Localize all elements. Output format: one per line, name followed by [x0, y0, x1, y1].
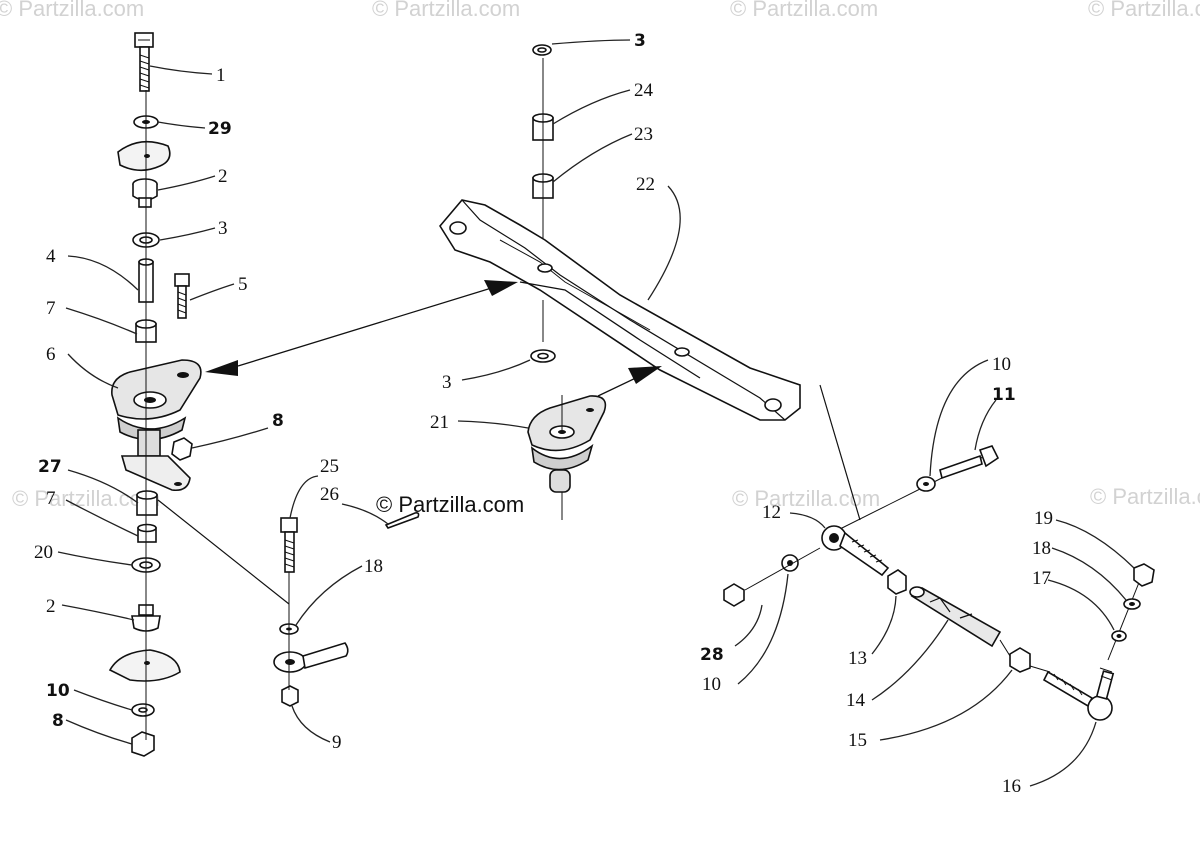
engine-mount-part-6 [111, 359, 202, 492]
callout-15: 15 [848, 730, 867, 751]
callout-11: 11 [992, 385, 1016, 405]
callout-28: 28 [700, 645, 724, 665]
cotter-pin-part-26 [384, 512, 420, 529]
callout-7-lower: 7 [46, 488, 56, 509]
sleeve-part-14 [909, 586, 1002, 648]
washer-part-3-lower [530, 349, 556, 363]
callout-8: 8 [272, 411, 284, 431]
callout-2: 2 [218, 166, 228, 187]
callout-18-right: 18 [1032, 538, 1051, 559]
callout-3: 3 [218, 218, 228, 239]
rod-end-part-16 [1042, 667, 1115, 721]
callout-10-right: 10 [702, 674, 721, 695]
double-arrow-line [237, 285, 499, 367]
callout-3-middle: 3 [442, 372, 452, 393]
plate-part-lower [108, 649, 181, 682]
callout-27: 27 [38, 457, 62, 477]
watermark: © Partzilla.com [12, 486, 161, 511]
nut-part-9 [281, 685, 299, 707]
callout-25: 25 [320, 456, 339, 477]
watermark: © Partzilla.com [372, 0, 521, 21]
callout-18: 18 [364, 556, 383, 577]
callout-2-lower: 2 [46, 596, 56, 617]
callout-6: 6 [46, 344, 56, 365]
arrowhead-left [205, 360, 238, 376]
watermark: © Partzilla.com [1088, 0, 1200, 21]
nut-part-8-lower [131, 731, 155, 757]
callout-5: 5 [238, 274, 248, 295]
bushing-part-2 [132, 178, 158, 208]
callout-21: 21 [430, 412, 449, 433]
callout-26: 26 [320, 484, 339, 505]
callout-9: 9 [332, 732, 342, 753]
callout-22: 22 [636, 174, 655, 195]
washer-part-10-right-top [916, 476, 936, 492]
callout-24: 24 [634, 80, 654, 101]
callout-13: 13 [848, 648, 867, 669]
nut-part-15 [1009, 647, 1031, 673]
callout-17: 17 [1032, 568, 1051, 589]
bolt-part-11 [939, 445, 1000, 480]
callout-14: 14 [846, 690, 866, 711]
center-watermark: © Partzilla.com [376, 492, 525, 517]
nut-part-13 [887, 569, 907, 595]
bolt-part-1 [134, 32, 154, 92]
callout-20: 20 [34, 542, 53, 563]
plate-part [117, 140, 171, 172]
bolt-part-25 [280, 517, 298, 573]
tie-rod-end-part [273, 642, 349, 673]
callout-4: 4 [46, 246, 56, 267]
callout-23: 23 [634, 124, 653, 145]
nut-part-19 [1133, 563, 1155, 587]
rod-end-part-12 [821, 525, 890, 577]
watermark: © Partzilla.com [0, 0, 145, 21]
cross-beam-part-22 [439, 199, 801, 421]
callout-8-lower: 8 [52, 711, 64, 731]
callout-12: 12 [762, 502, 781, 523]
nut-part-8 [171, 437, 193, 461]
washer-part-10-right [781, 554, 799, 572]
callout-19: 19 [1034, 508, 1053, 529]
mount-part-21 [527, 395, 607, 493]
callout-10: 10 [46, 681, 70, 701]
callout-29: 29 [208, 119, 232, 139]
arrowhead-mount [628, 366, 662, 384]
nut-part-28 [723, 583, 745, 607]
arrowhead-right [484, 280, 518, 296]
bolt-part-5 [174, 273, 190, 319]
washer-part-18-right [1123, 598, 1141, 610]
callout-3-top: 3 [634, 31, 646, 51]
callout-7: 7 [46, 298, 56, 319]
watermark: © Partzilla.com [730, 0, 879, 21]
watermark: © Partzilla.com [1090, 484, 1200, 509]
bushing-part-27 [136, 490, 158, 516]
callout-16: 16 [1002, 776, 1021, 797]
bushing-part-7-lower [137, 523, 157, 543]
callout-10-right-top: 10 [992, 354, 1011, 375]
washer-part-3-top [532, 44, 552, 56]
washer-part-17 [1111, 630, 1127, 642]
callout-1: 1 [216, 65, 226, 86]
washer-part-10 [131, 703, 155, 717]
